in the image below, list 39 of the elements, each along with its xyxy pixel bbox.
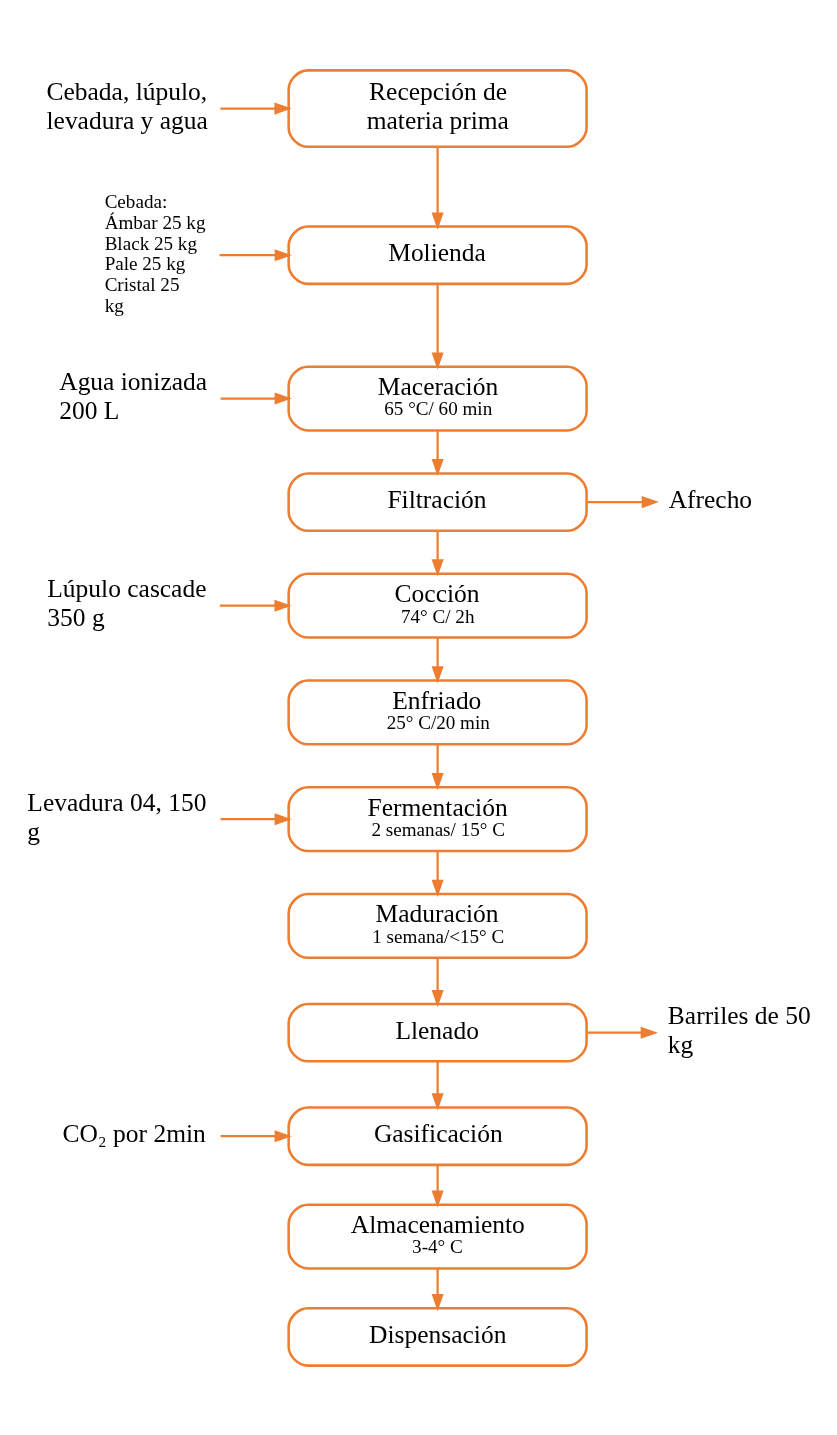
arrow (219, 248, 292, 261)
node-box: Enfriado 25° C/20 min (287, 678, 588, 746)
node-text: CO₂ por 2min (62, 1118, 206, 1148)
arrow (431, 284, 444, 370)
arrow (431, 1268, 444, 1311)
arrow (431, 530, 444, 577)
node-box: Almacenamiento 3-4° C (287, 1202, 588, 1270)
arrow (431, 850, 444, 897)
arrow (431, 957, 444, 1007)
arrow (431, 1061, 444, 1111)
node-box: Filtración (287, 471, 588, 532)
node-box: Llenado (287, 1002, 588, 1063)
arrow (431, 637, 444, 684)
arrow (587, 1026, 658, 1039)
node-box: Maceración 65 °C/ 60 min (287, 364, 588, 432)
arrow (220, 392, 292, 405)
node-box: Dispensación (287, 1306, 588, 1367)
arrow (219, 599, 292, 612)
node-box: Maduración 1 semana/<15° C (287, 892, 588, 959)
arrow (586, 495, 659, 508)
arrow (220, 812, 292, 825)
node-box: Fermentación 2 semanas/ 15° C (287, 785, 588, 852)
node-box: Molienda (287, 224, 588, 285)
arrow (220, 1129, 292, 1142)
arrow (431, 430, 444, 476)
node-box: Recepción de materia prima (287, 68, 588, 148)
node-text: Cebada: Ámbar 25 kg Black 25 kg Pale 25 kg Cristal 25 kg (104, 190, 206, 316)
arrow (431, 146, 444, 230)
node-text: Cebada, lúpulo, levadura y agua (46, 76, 208, 135)
node-box: Cocción 74° C/ 2h (287, 572, 588, 639)
node-text: Lúpulo cascade 350 g (47, 573, 207, 632)
node-text: Agua ionizada 200 L (59, 366, 208, 425)
node-text: Levadura 04, 150 g (27, 787, 207, 846)
node-text: Afrecho (668, 484, 753, 514)
arrow (431, 1164, 444, 1208)
node-box: Gasificación (287, 1105, 588, 1166)
arrow (431, 744, 444, 790)
arrow (220, 102, 292, 115)
node-text: Barriles de 50 kg (667, 1000, 811, 1059)
